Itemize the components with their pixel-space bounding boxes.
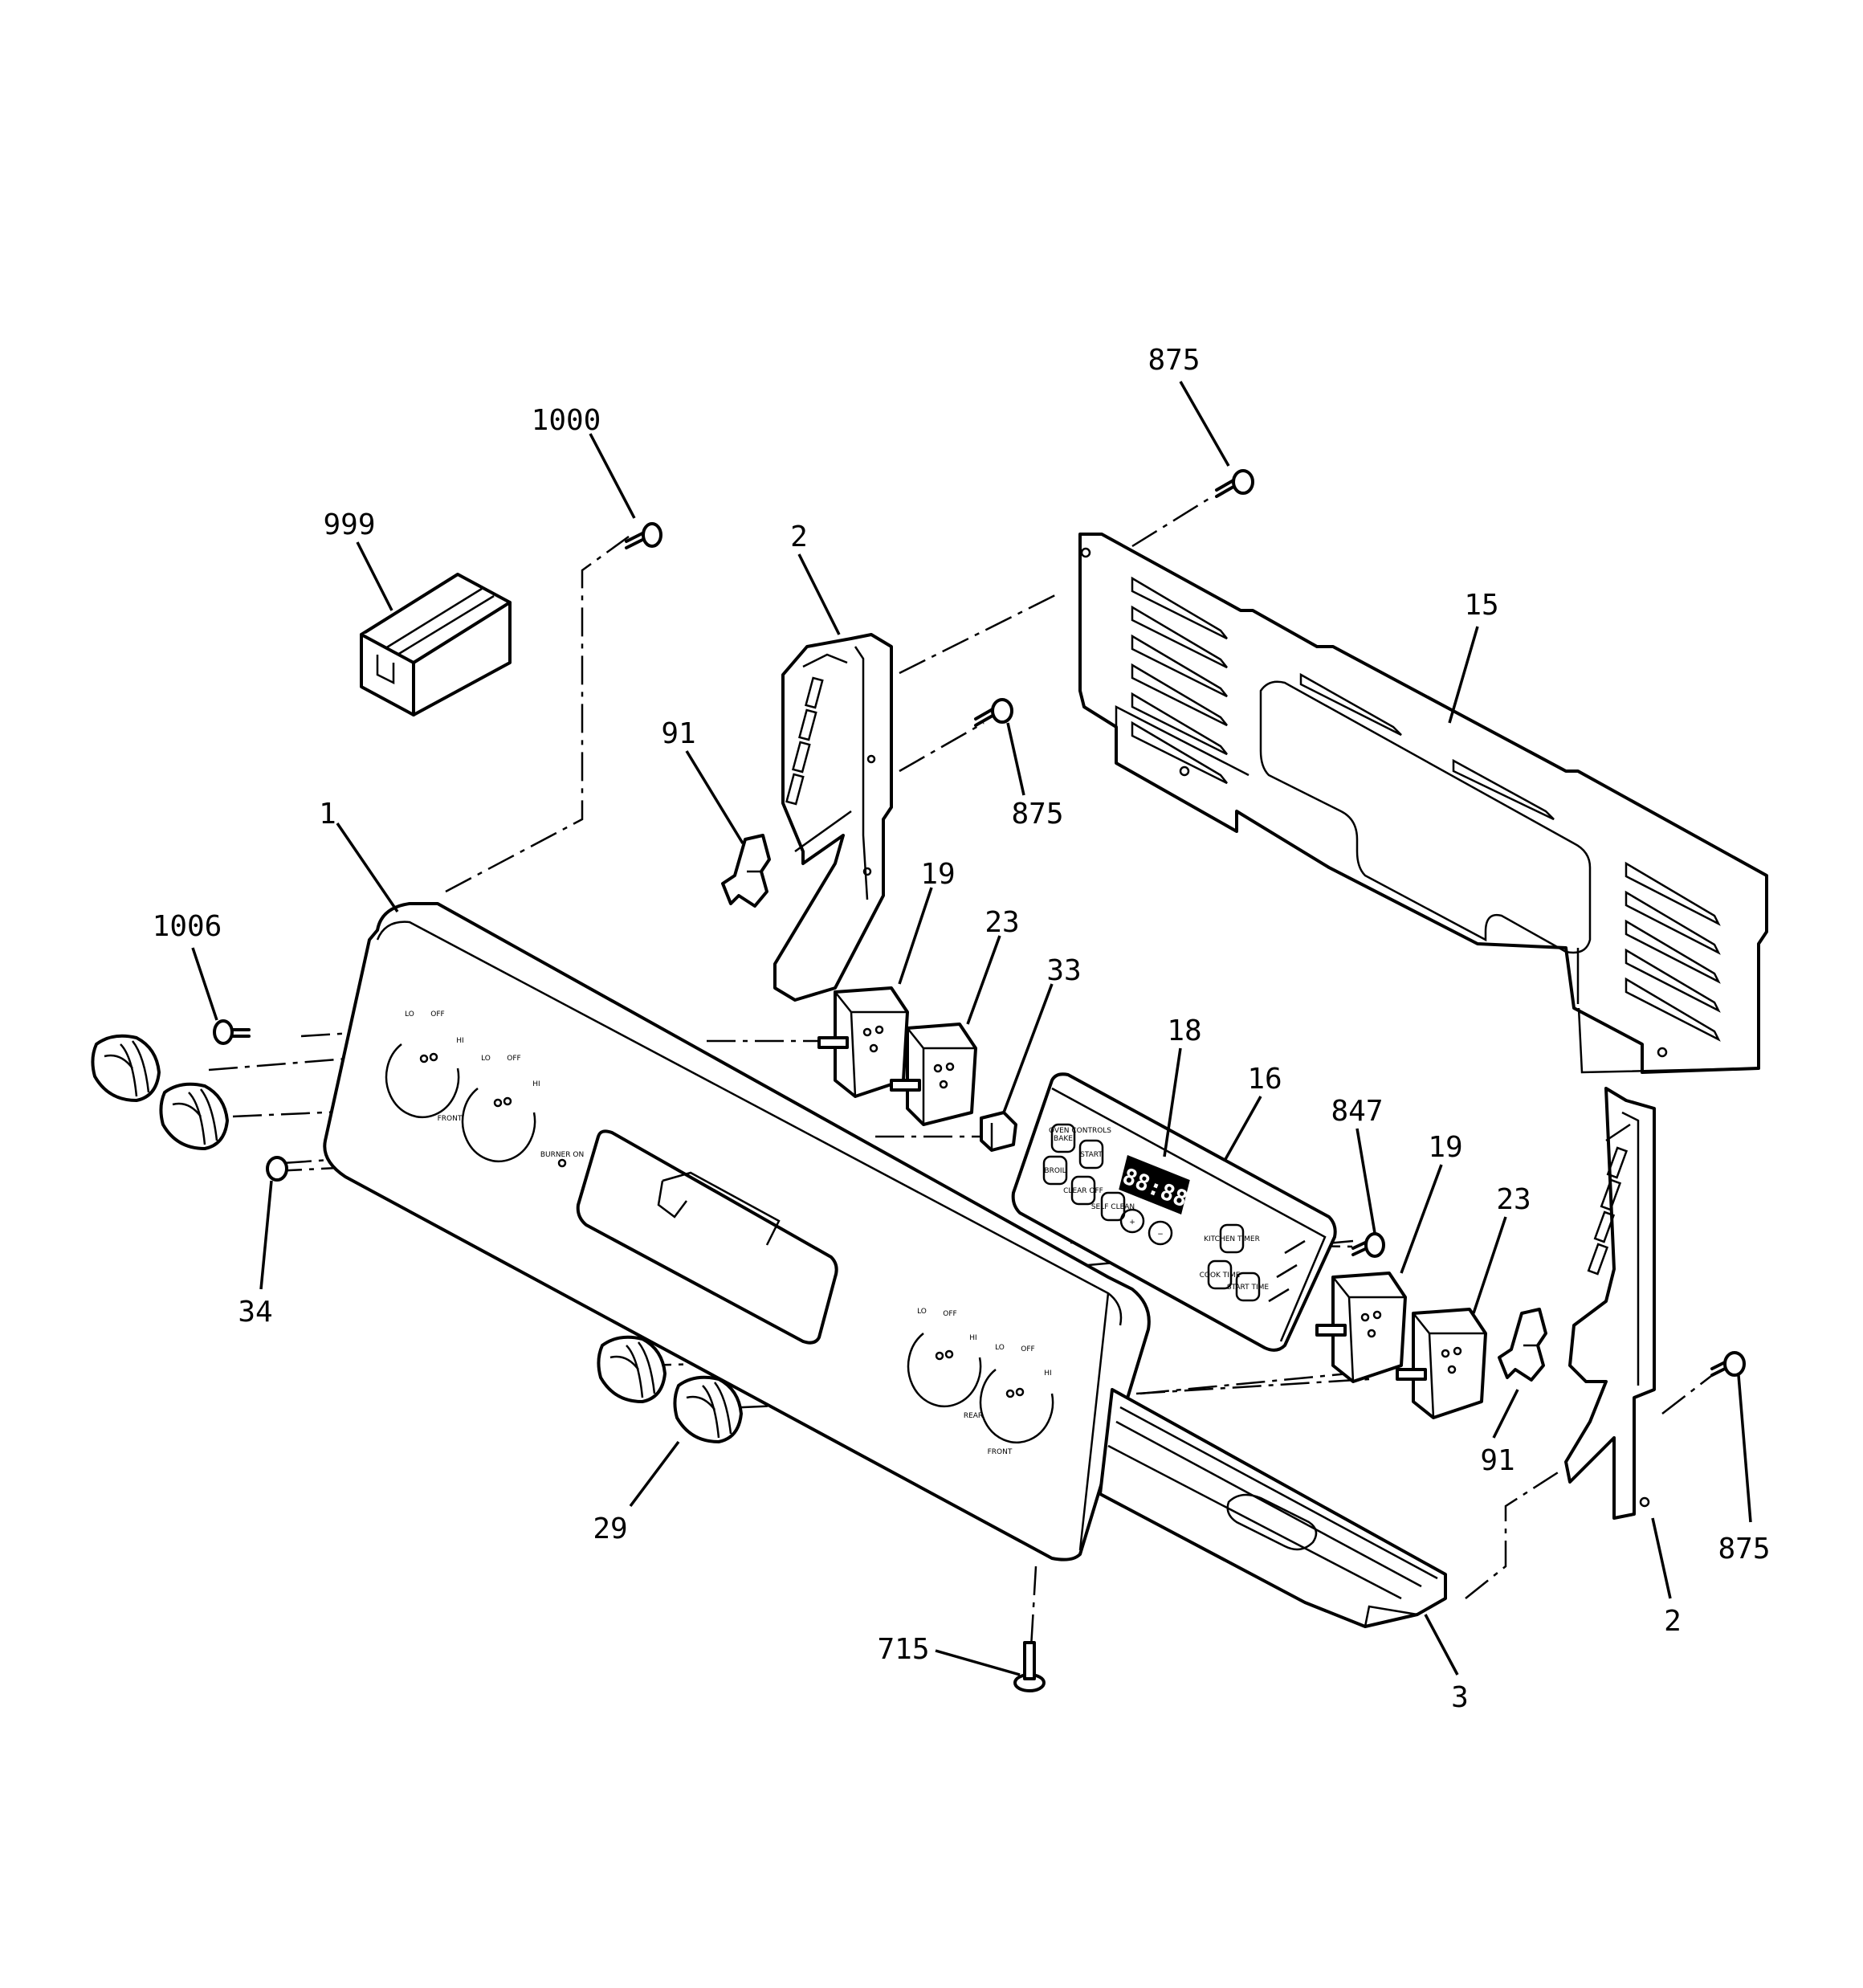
marking-hi: HI (456, 1037, 463, 1045)
part-34-indicator-light (266, 1156, 288, 1182)
part-3-lower-trim (1099, 1388, 1447, 1628)
screw-847 (1351, 1232, 1385, 1258)
marking-minus: − (1157, 1231, 1164, 1239)
callout-3: 3 (1451, 1681, 1469, 1714)
panel-15-vents-center (1299, 672, 1555, 821)
callout-875-right: 875 (1718, 1533, 1770, 1565)
screw-875-right (1710, 1351, 1746, 1377)
part-15-rear-panel (1078, 533, 1768, 1074)
marking-lo: LO (405, 1010, 414, 1018)
part-19-left-switch (817, 986, 909, 1098)
marking-bake: BAKE (1054, 1135, 1073, 1143)
marking-front: FRONT (438, 1115, 463, 1123)
marking-off: OFF (943, 1310, 956, 1318)
callout-15: 15 (1464, 589, 1498, 622)
callout-29: 29 (593, 1512, 627, 1545)
callout-1006: 1006 (153, 910, 222, 943)
marking-hi: HI (969, 1334, 976, 1342)
callout-23-right: 23 (1496, 1183, 1531, 1216)
marking-off: OFF (1021, 1345, 1034, 1353)
callout-18: 18 (1167, 1014, 1201, 1047)
callout-33: 33 (1046, 954, 1081, 987)
panel-15-window-outline (1259, 680, 1592, 954)
marking-burner-on: BURNER ON (540, 1151, 584, 1159)
marking-lo: LO (481, 1055, 491, 1063)
marking-plus: + (1129, 1219, 1135, 1227)
callout-19-right: 19 (1428, 1131, 1462, 1164)
screw-875-top (1215, 469, 1254, 498)
knob-right-front (673, 1375, 743, 1443)
callout-2-right: 2 (1664, 1605, 1682, 1638)
part-1-control-panel: LO OFF HI LO OFF HI FRONT BURNER ON LO O… (323, 902, 1151, 1561)
marking-start: START (1080, 1151, 1103, 1159)
marking-lo: LO (917, 1308, 927, 1316)
panel-dial-left-rear: LO OFF HI (385, 1010, 464, 1118)
callout-labels: 875 1000 999 2 15 91 875 1 19 1006 23 33… (153, 344, 1771, 1714)
callout-875-top: 875 (1148, 344, 1200, 377)
callout-875-mid: 875 (1011, 798, 1063, 831)
panel-dial-right-rear: LO OFF HI REAR (907, 1308, 983, 1420)
screw-1000 (625, 522, 662, 549)
marking-hi: HI (532, 1080, 540, 1088)
marking-start-time: START TIME (1227, 1284, 1270, 1292)
marking-off: OFF (507, 1055, 520, 1063)
marking-clear-off: CLEAR OFF (1063, 1187, 1103, 1195)
part-16-electronic-control: OVEN CONTROLS BAKE BROIL START CLEAR OFF… (1011, 1072, 1337, 1352)
callout-1: 1 (319, 798, 336, 831)
panel-15-vents-right (1625, 861, 1721, 1042)
leader-lines (191, 381, 1752, 1676)
marking-broil: BROIL (1044, 1167, 1066, 1175)
knob-right-rear (597, 1335, 667, 1403)
marking-rear: REAR (964, 1412, 983, 1420)
marking-cook-time: COOK TIME (1200, 1272, 1241, 1280)
callout-715: 715 (877, 1633, 929, 1666)
marking-oven-controls: OVEN CONTROLS (1049, 1127, 1111, 1135)
part-23-left-switch (890, 1023, 977, 1126)
marking-kitchen-timer: KITCHEN TIMER (1204, 1235, 1260, 1243)
callout-23-left: 23 (984, 906, 1019, 939)
callout-34: 34 (238, 1296, 272, 1329)
callout-847: 847 (1331, 1095, 1383, 1128)
part-23-right-switch (1396, 1308, 1487, 1419)
part-2-left-end-bracket (773, 633, 893, 1002)
part-999-box (360, 573, 512, 716)
panel-15-vents-left (1131, 576, 1228, 785)
screw-875-mid (974, 698, 1013, 727)
marking-front: FRONT (988, 1448, 1013, 1456)
part-33-small-switch (980, 1111, 1017, 1152)
callout-91-right: 91 (1480, 1444, 1514, 1477)
part-91-right-clip (1498, 1308, 1547, 1382)
callout-2-left: 2 (790, 520, 808, 553)
panel-dial-left-front: LO OFF HI FRONT (438, 1055, 540, 1162)
callout-16: 16 (1247, 1063, 1282, 1096)
marking-self-clean: SELF CLEAN (1091, 1203, 1135, 1211)
screw-1006 (213, 1019, 251, 1045)
part-19-right-switch (1315, 1272, 1407, 1383)
panel-dial-right-front: LO OFF HI FRONT (979, 1344, 1054, 1456)
screw-715 (1013, 1641, 1046, 1692)
knob-left-front (159, 1082, 229, 1150)
knob-left-rear (91, 1034, 161, 1102)
callout-91-left: 91 (661, 717, 695, 750)
callout-999: 999 (323, 508, 375, 541)
marking-lo: LO (995, 1344, 1005, 1352)
callout-1000: 1000 (532, 404, 601, 437)
callout-19-left: 19 (920, 858, 955, 891)
part-91-left-clip (721, 834, 771, 908)
marking-off: OFF (430, 1010, 444, 1018)
part-2-right-end-bracket (1564, 1087, 1656, 1520)
marking-hi: HI (1044, 1370, 1051, 1378)
